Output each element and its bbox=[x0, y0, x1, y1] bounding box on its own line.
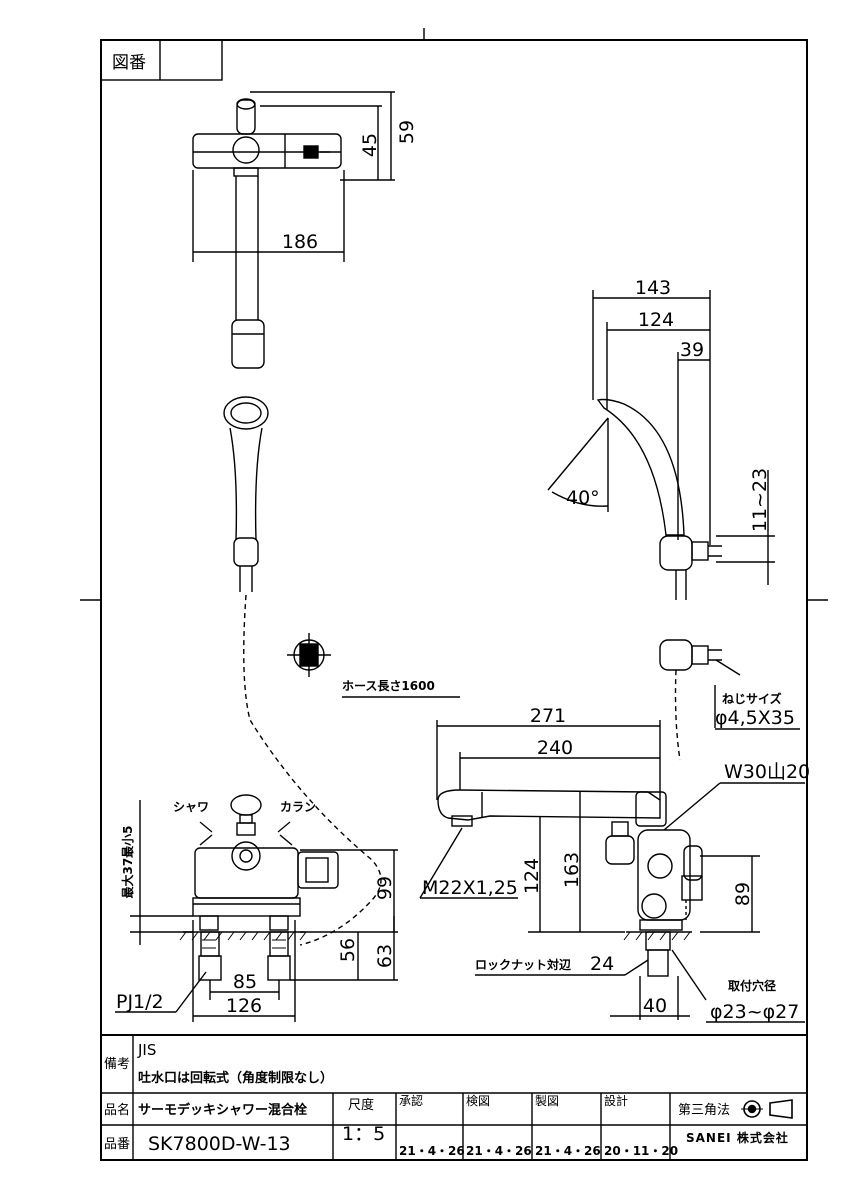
dim-143-label: 143 bbox=[635, 277, 671, 299]
dim-85-label: 85 bbox=[233, 971, 257, 993]
angle-40-label: 40° bbox=[566, 487, 600, 509]
faucet-front-view bbox=[179, 794, 339, 981]
hand-shower-dims: 143 124 39 40° 11~23 ねじサイズ φ4,5X35 bbox=[547, 277, 800, 730]
dim-59-label: 59 bbox=[396, 120, 418, 144]
hinban-label: 品番 bbox=[104, 1137, 130, 1152]
dim-39-label: 39 bbox=[680, 339, 704, 361]
kenzu-date: 21・4・26 bbox=[466, 1144, 532, 1158]
scale-label: 尺度 bbox=[348, 1097, 374, 1113]
front-view-dims: シャワ カラン 最大37最小5 99 56 63 85 126 PJ1/2 bbox=[115, 800, 398, 1022]
locknut-value: 24 bbox=[590, 953, 614, 975]
title-block: 備考 JIS 吐水口は回転式（角度制限なし） 品名 サーモデッキシャワー混合栓 … bbox=[101, 1034, 807, 1160]
dim-11-23-label: 11~23 bbox=[749, 468, 771, 532]
kenzu-label: 検図 bbox=[466, 1094, 490, 1108]
scale-value: 1：5 bbox=[342, 1123, 385, 1145]
shower-label: シャワ bbox=[173, 800, 209, 814]
thread-label: M22X1,25 bbox=[422, 877, 518, 899]
dim-126-label: 126 bbox=[226, 995, 262, 1017]
dim-56-label: 56 bbox=[337, 938, 359, 962]
dim-40-label: 40 bbox=[643, 995, 667, 1017]
karan-label: カラン bbox=[280, 800, 316, 814]
pj-label: PJ1/2 bbox=[116, 991, 164, 1013]
third-angle-projection-icon bbox=[741, 1099, 793, 1119]
seizu-label: 製図 bbox=[535, 1094, 559, 1108]
projection-label: 第三角法 bbox=[678, 1103, 730, 1118]
dim-271-label: 271 bbox=[530, 705, 566, 727]
mount-hole-label: 取付穴径 bbox=[728, 978, 776, 993]
hand-shower-side bbox=[596, 398, 722, 761]
note-spout: 吐水口は回転式（角度制限なし） bbox=[138, 1070, 333, 1086]
product-name: サーモデッキシャワー混合栓 bbox=[138, 1102, 307, 1118]
spout-side-view bbox=[437, 789, 703, 977]
seizu-date: 21・4・26 bbox=[535, 1144, 601, 1158]
shonin-label: 承認 bbox=[399, 1093, 423, 1108]
screw-size-label: ねじサイズ bbox=[722, 691, 782, 706]
hand-shower-front bbox=[223, 396, 382, 946]
zuban-label: 図番 bbox=[112, 53, 146, 73]
dim-124-label: 124 bbox=[638, 309, 674, 331]
dim-89-label: 89 bbox=[732, 882, 754, 906]
sekkei-label: 設計 bbox=[604, 1093, 628, 1108]
max-min-label: 最大37最小5 bbox=[120, 825, 135, 898]
company-name: SANEI 株式会社 bbox=[686, 1130, 789, 1145]
dim-63-label: 63 bbox=[374, 944, 396, 968]
zuban-box bbox=[100, 39, 223, 81]
spout-dims: 271 240 W30山20 M22X1,25 124 163 89 ロックナッ… bbox=[419, 705, 810, 1023]
hinmei-label: 品名 bbox=[104, 1102, 130, 1118]
hose-length-label: ホース長さ1600 bbox=[342, 678, 435, 693]
dim-163-label: 163 bbox=[561, 852, 583, 888]
dim-240-label: 240 bbox=[537, 737, 573, 759]
hose-cross-section bbox=[287, 633, 331, 677]
dim-124-spout-label: 124 bbox=[521, 858, 543, 894]
w30-label: W30山20 bbox=[724, 761, 810, 783]
mount-hole-value: φ23~φ27 bbox=[710, 1001, 799, 1023]
dim-99-label: 99 bbox=[374, 876, 396, 900]
sekkei-date: 20・11・20 bbox=[604, 1144, 678, 1158]
screw-size-value: φ4,5X35 bbox=[715, 707, 795, 729]
dim-45-label: 45 bbox=[359, 133, 381, 157]
top-view bbox=[192, 98, 342, 369]
top-view-dims: 45 59 186 bbox=[192, 91, 418, 262]
product-number: SK7800D-W-13 bbox=[148, 1133, 291, 1155]
shonin-date: 21・4・26 bbox=[399, 1144, 465, 1158]
dim-186-label: 186 bbox=[282, 231, 318, 253]
locknut-label: ロックナット対辺 bbox=[475, 957, 571, 972]
biko-label: 備考 bbox=[104, 1056, 130, 1072]
note-jis: JIS bbox=[137, 1041, 156, 1059]
